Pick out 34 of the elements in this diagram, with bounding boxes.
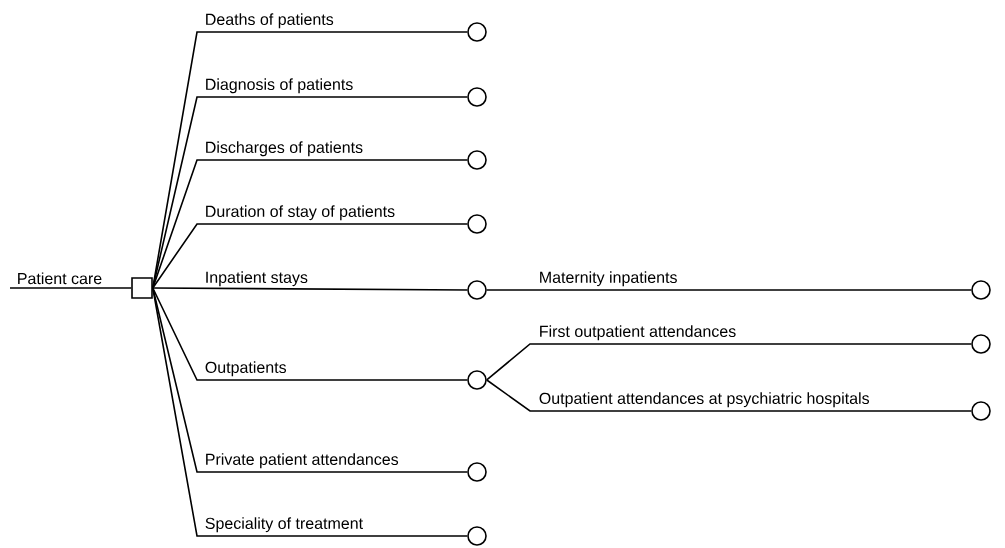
edge-label: Patient care (18, 272, 102, 285)
square-node (131, 277, 153, 299)
circle-node (467, 87, 487, 107)
connector-line (486, 343, 972, 381)
circle-node (467, 150, 487, 170)
connector-line (486, 289, 972, 291)
circle-node (467, 526, 487, 546)
edge-label: Discharges of patients (206, 141, 363, 157)
edge-label: Duration of stay of patients (206, 205, 395, 221)
connector-line (486, 379, 972, 412)
connector-line (152, 31, 468, 289)
connector-line (152, 223, 468, 289)
edge-label: Deaths of patients (206, 13, 334, 29)
circle-node (467, 462, 487, 482)
edge-label: Private patient attendances (206, 453, 399, 469)
circle-node (971, 280, 991, 300)
edge-label: First outpatient attendances (540, 325, 736, 341)
circle-node (467, 280, 487, 300)
edge-label: Speciality of treatment (205, 517, 363, 533)
circle-node (971, 334, 991, 354)
circle-node (971, 401, 991, 421)
edge-label: Diagnosis of patients (206, 78, 353, 94)
connector-line (9, 287, 132, 289)
edge-label: Outpatients (205, 361, 287, 377)
circle-node (467, 370, 487, 390)
circle-node (467, 22, 487, 42)
connector-line (152, 159, 468, 289)
edge-label: Inpatient stays (206, 271, 308, 287)
connector-line (152, 287, 468, 537)
connector-line (152, 287, 468, 381)
edge-label: Outpatient attendances at psychiatric hospitals (539, 392, 870, 408)
connector-line (152, 287, 468, 291)
circle-node (467, 214, 487, 234)
edge-label: Maternity inpatients (540, 271, 677, 287)
